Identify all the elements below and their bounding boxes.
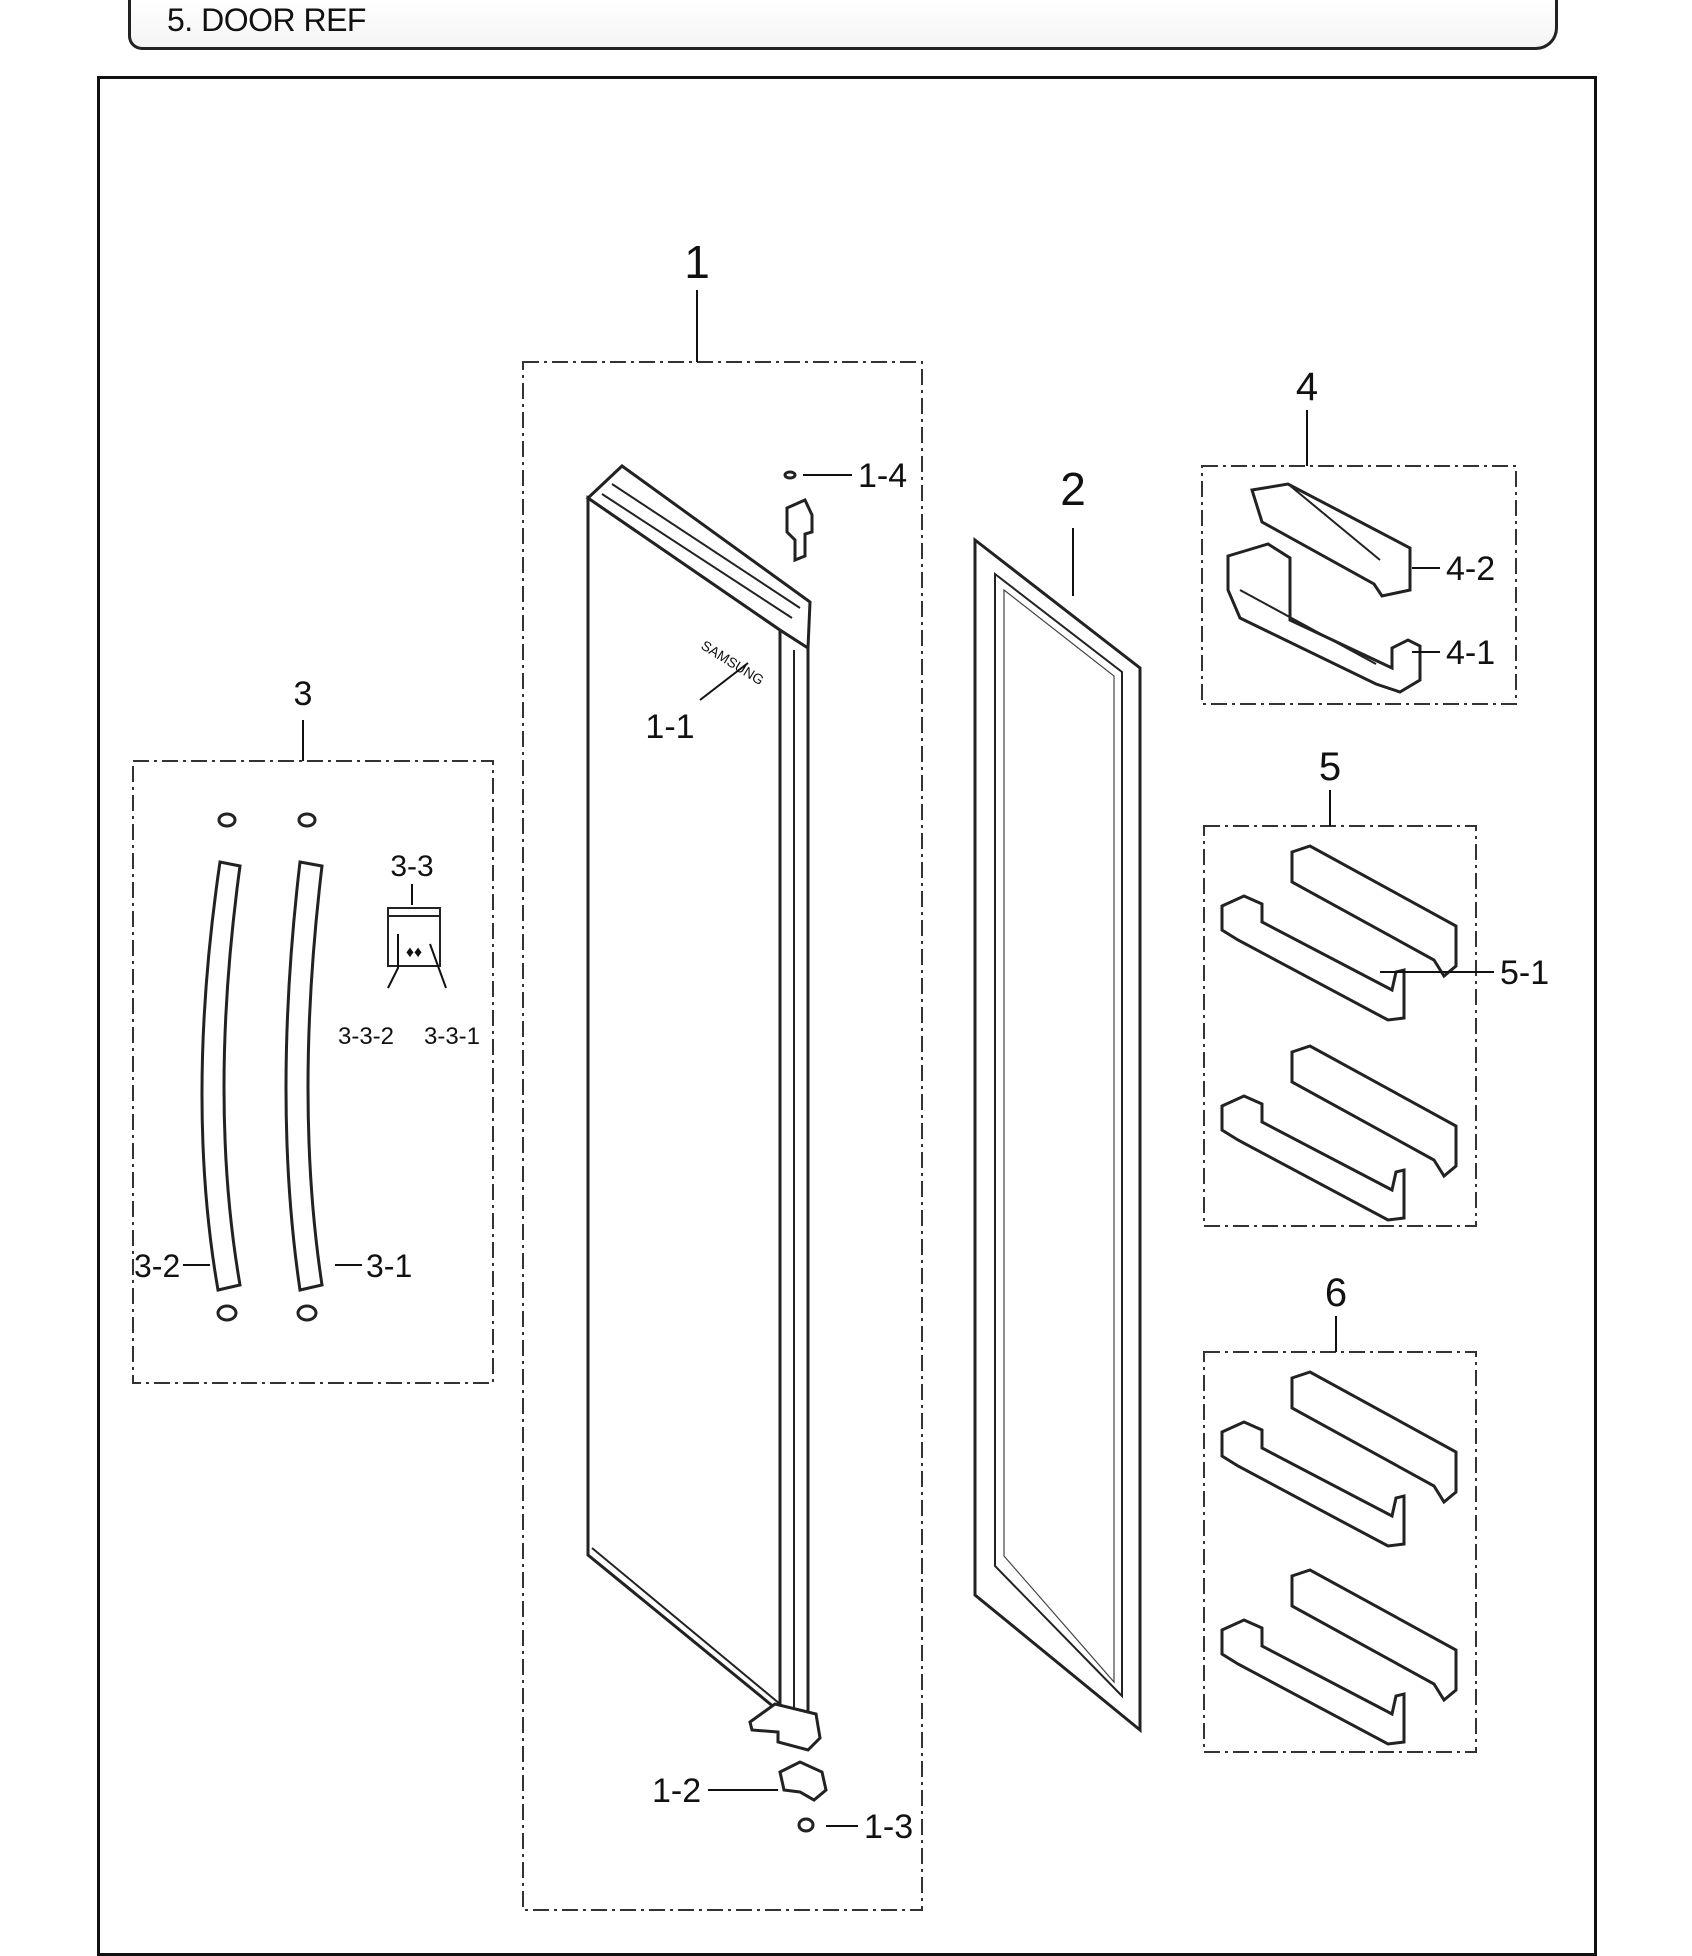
door-bin-part: [1220, 1044, 1458, 1222]
callout-3-3: 3-3: [390, 850, 433, 883]
callout-4-1: 4-1: [1446, 634, 1495, 672]
door-bin-part: [1220, 1370, 1458, 1548]
callout-3-3-1: 3-3-1: [424, 1023, 480, 1050]
bin-group-5-box: [1203, 825, 1477, 1227]
door-bin-part: [1220, 844, 1458, 1022]
guard-upper-part: [1250, 482, 1412, 598]
callout-3-1: 3-1: [366, 1248, 412, 1284]
door-assembly-box: [522, 361, 923, 1911]
handle-right-part: [284, 812, 324, 1322]
callout-1-1: 1-1: [645, 708, 694, 746]
door-panel-part: SAMSUNG: [585, 464, 812, 1731]
section-title: 5. DOOR REF: [167, 2, 366, 38]
callout-3-3-2: 3-3-2: [338, 1023, 394, 1050]
lower-hinge-part: [748, 1702, 828, 1802]
callout-1-4: 1-4: [858, 457, 907, 495]
screw-kit-bag: ♦♦: [387, 907, 441, 967]
callout-5: 5: [1319, 745, 1341, 789]
svg-text:♦♦: ♦♦: [406, 944, 422, 961]
callout-6: 6: [1325, 1271, 1347, 1315]
hinge-cap-part: [797, 1817, 815, 1833]
callout-4: 4: [1296, 365, 1318, 409]
callout-5-1: 5-1: [1500, 954, 1549, 992]
guard-group-box: [1201, 465, 1517, 705]
handle-group-box: [132, 760, 494, 1384]
callout-3: 3: [294, 675, 313, 713]
door-bin-part: [1220, 1568, 1458, 1746]
callout-4-2: 4-2: [1446, 550, 1495, 588]
handle-left-part: [200, 812, 242, 1322]
upper-hinge-part: [783, 470, 814, 563]
section-header-tab: 5. DOOR REF: [128, 0, 1558, 50]
callout-2: 2: [1060, 463, 1086, 515]
callout-3-2: 3-2: [134, 1248, 180, 1284]
gasket-part: [973, 536, 1142, 1734]
callout-1-3: 1-3: [864, 1808, 913, 1846]
bin-group-6-box: [1203, 1351, 1477, 1753]
callout-1: 1: [684, 236, 710, 288]
callout-1-2: 1-2: [652, 1772, 701, 1810]
guard-lower-part: [1226, 542, 1422, 694]
